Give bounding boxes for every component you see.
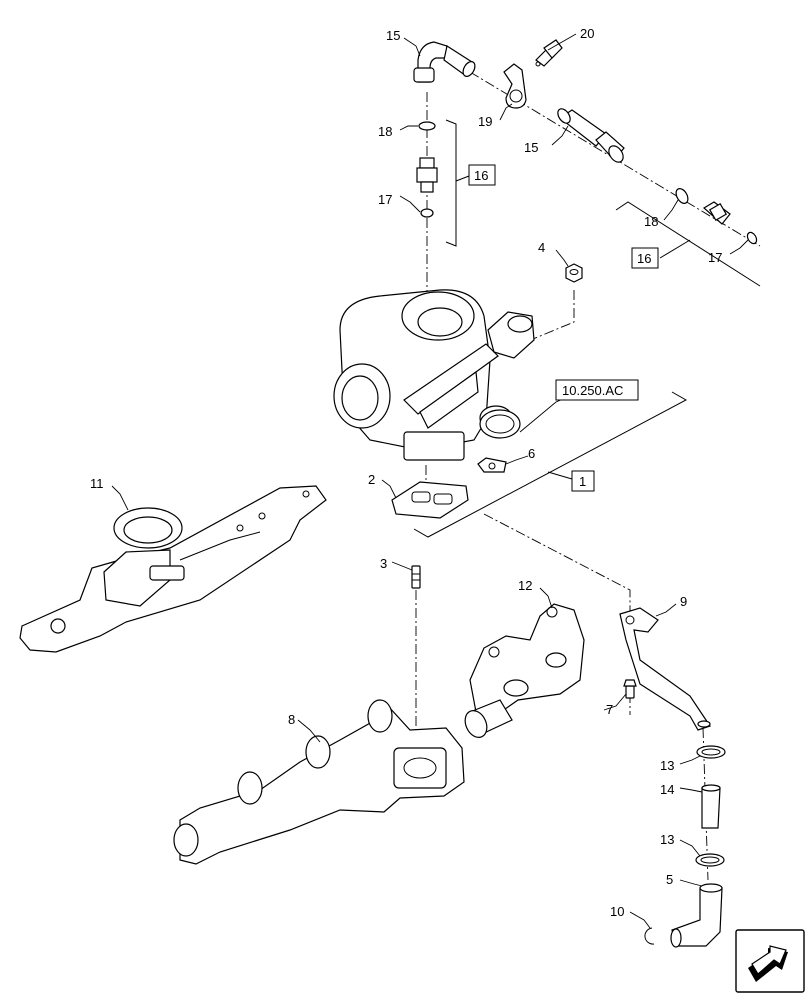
clamp-13-bottom — [695, 853, 725, 867]
callout-5: 5 — [666, 872, 673, 887]
turbocharger — [333, 289, 535, 461]
bracket-16-right — [615, 201, 761, 287]
callout-17-left: 17 — [378, 192, 392, 207]
callout-15-top: 15 — [386, 28, 400, 43]
callout-4: 4 — [538, 240, 545, 255]
ref-box-10-250-ac — [555, 379, 639, 401]
o-ring-18-right — [675, 188, 689, 204]
nut-4 — [565, 263, 583, 283]
gasket-10-250 — [479, 409, 521, 439]
oil-feed-elbow-15 — [413, 41, 476, 83]
callout-3: 3 — [380, 556, 387, 571]
next-page-arrow-icon[interactable] — [735, 929, 805, 993]
oil-feed-tube-15b — [557, 108, 625, 163]
callout-13-top: 13 — [660, 758, 674, 773]
callout-16-left: 16 — [474, 168, 488, 183]
callout-14: 14 — [660, 782, 674, 797]
callout-20: 20 — [580, 26, 594, 41]
exhaust-manifold-8 — [173, 699, 465, 865]
o-ring-18-left — [418, 121, 436, 131]
callout-15-mid: 15 — [524, 140, 538, 155]
stud-3 — [411, 565, 421, 589]
callout-1: 1 — [579, 474, 586, 489]
fitting-16-right — [702, 201, 731, 225]
bracket-16-left-leader — [455, 175, 470, 182]
o-ring-10 — [644, 927, 655, 945]
exhaust-manifold-12 — [469, 603, 585, 715]
bracket-16-right-leader — [659, 239, 691, 259]
clip-19 — [503, 63, 527, 109]
o-ring-17-right — [746, 231, 758, 245]
callout-18-left: 18 — [378, 124, 392, 139]
callout-7: 7 — [606, 702, 613, 717]
callout-10-250-ac: 10.250.AC — [562, 383, 623, 398]
elbow-5 — [670, 883, 723, 948]
callout-17-right: 17 — [708, 250, 722, 265]
callout-11: 11 — [90, 476, 104, 491]
callout-9: 9 — [680, 594, 687, 609]
centerline-stud-4 — [515, 290, 575, 347]
centerline-oil-drain — [483, 513, 631, 615]
callout-16-right: 16 — [637, 251, 651, 266]
callout-12: 12 — [518, 578, 532, 593]
exhaust-connector-sleeve — [464, 699, 513, 738]
ref-box-16-right — [631, 247, 659, 269]
bolt-7 — [623, 679, 637, 699]
ref-box-1 — [571, 470, 595, 492]
intake-manifold-11 — [19, 485, 327, 653]
callout-2: 2 — [368, 472, 375, 487]
callout-8: 8 — [288, 712, 295, 727]
callout-13-bottom: 13 — [660, 832, 674, 847]
callout-19: 19 — [478, 114, 492, 129]
bracket-1-assembly — [413, 391, 688, 538]
bracket-1-leader — [547, 471, 573, 480]
gasket-6 — [477, 457, 507, 473]
callout-6: 6 — [528, 446, 535, 461]
bracket-16-left — [445, 119, 457, 247]
fitting-16-left — [416, 157, 438, 193]
gasket-2 — [391, 481, 469, 519]
oil-drain-tube-9 — [619, 607, 711, 731]
o-ring-17-left — [420, 208, 434, 218]
callout-18-right: 18 — [644, 214, 658, 229]
callout-10: 10 — [610, 904, 624, 919]
hose-14 — [701, 784, 721, 829]
ref-box-16-left — [468, 164, 496, 186]
clamp-13-top — [696, 745, 726, 759]
